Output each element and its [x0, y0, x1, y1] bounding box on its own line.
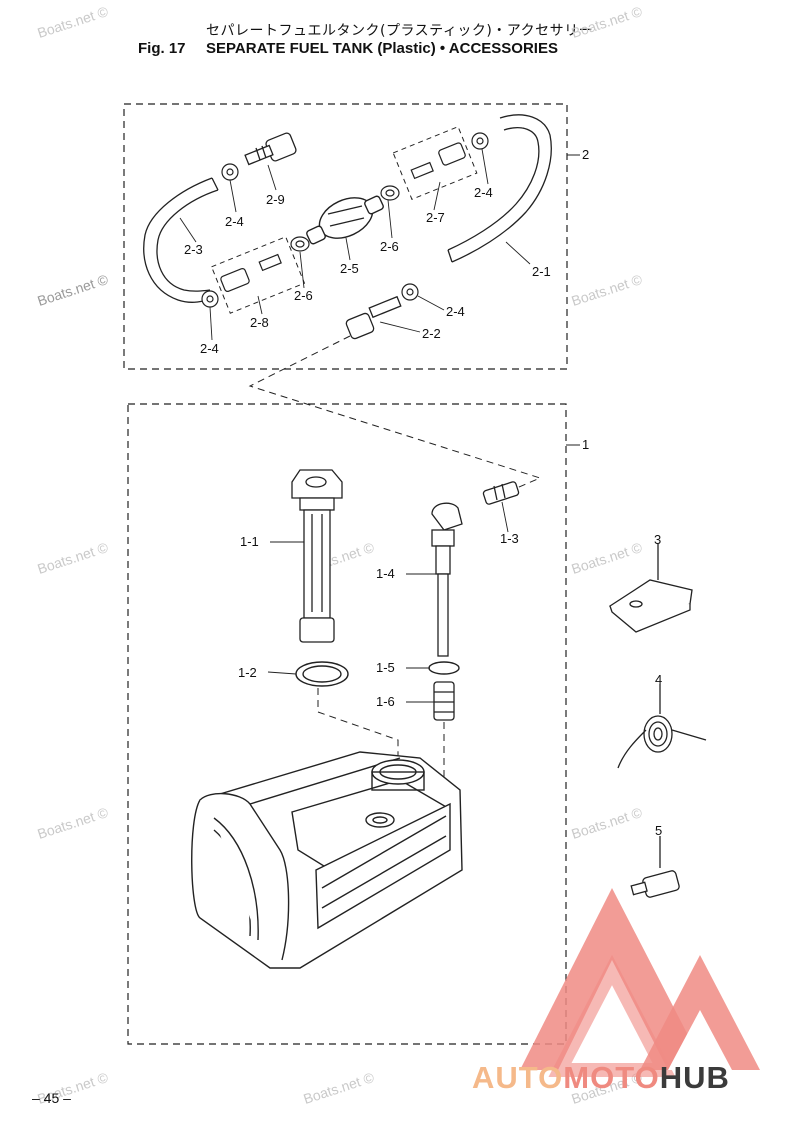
callout-4: 4 [655, 672, 663, 687]
callout-2-2: 2-2 [422, 326, 441, 341]
accessory-pad-3 [608, 544, 693, 633]
callout-1-1: 1-1 [240, 534, 259, 549]
gasket-1-2 [295, 661, 349, 687]
cap-gauge-1-1 [291, 469, 343, 643]
callout-2: 2 [582, 147, 590, 162]
figure-title: SEPARATE FUEL TANK (Plastic) • ACCESSORI… [206, 40, 558, 57]
callout-2-4: 2-4 [200, 341, 219, 356]
hose-2-1 [447, 114, 552, 263]
callout-2-6: 2-6 [294, 288, 313, 303]
callout-2-6: 2-6 [380, 239, 399, 254]
callout-1-4: 1-4 [376, 566, 395, 581]
callout-2-9: 2-9 [266, 192, 285, 207]
autmotohub-logo-mark [520, 888, 760, 1077]
brand-wordmark: AUTOMOTOHUB [472, 1060, 730, 1096]
callout-1: 1 [582, 437, 590, 452]
connector-2-2 [345, 295, 402, 340]
brand-part-hub: HUB [659, 1060, 730, 1095]
leader-lines-group-1 [267, 501, 509, 703]
callout-5: 5 [655, 823, 663, 838]
filter-1-6 [433, 681, 455, 721]
clip-2-4 [201, 132, 489, 308]
check-valve-2-8 [210, 236, 306, 314]
callout-2-1: 2-1 [532, 264, 551, 279]
callout-3: 3 [654, 532, 662, 547]
callout-2-4: 2-4 [225, 214, 244, 229]
check-valve-2-7 [392, 126, 478, 200]
callout-2-4: 2-4 [446, 304, 465, 319]
fuel-pickup-1-4 [431, 502, 463, 657]
callout-2-3: 2-3 [184, 242, 203, 257]
connector-1-3 [482, 481, 520, 505]
figure-number: Fig. 17 [138, 40, 186, 57]
callout-1-2: 1-2 [238, 665, 257, 680]
connector-2-9 [244, 132, 297, 166]
callout-2-7: 2-7 [426, 210, 445, 225]
accessory-fitting-5 [630, 836, 680, 898]
assembly-link-line [248, 335, 542, 491]
callout-1-6: 1-6 [376, 694, 395, 709]
accessory-clip-4 [617, 684, 707, 769]
callout-1-3: 1-3 [500, 531, 519, 546]
leader-lines-group-2 [179, 148, 531, 341]
group-1-frame [127, 403, 567, 1045]
callout-1-5: 1-5 [376, 660, 395, 675]
brand-part-auto: AUTO [472, 1060, 564, 1095]
page-number: – 45 – [32, 1090, 71, 1106]
callout-2-8: 2-8 [250, 315, 269, 330]
callout-2-5: 2-5 [340, 261, 359, 276]
callout-2-4: 2-4 [474, 185, 493, 200]
alignment-lines [317, 688, 445, 778]
valve-2-6 [290, 185, 400, 252]
brand-part-moto: MOTO [563, 1060, 660, 1095]
fuel-tank [191, 751, 463, 969]
primer-bulb-2-5 [306, 195, 384, 245]
group-2-frame [123, 103, 568, 370]
title-japanese: セパレートフュエルタンク(プラスティック)・アクセサリー [206, 23, 594, 39]
o-ring-1-5 [428, 661, 460, 675]
hose-2-3 [143, 177, 219, 303]
